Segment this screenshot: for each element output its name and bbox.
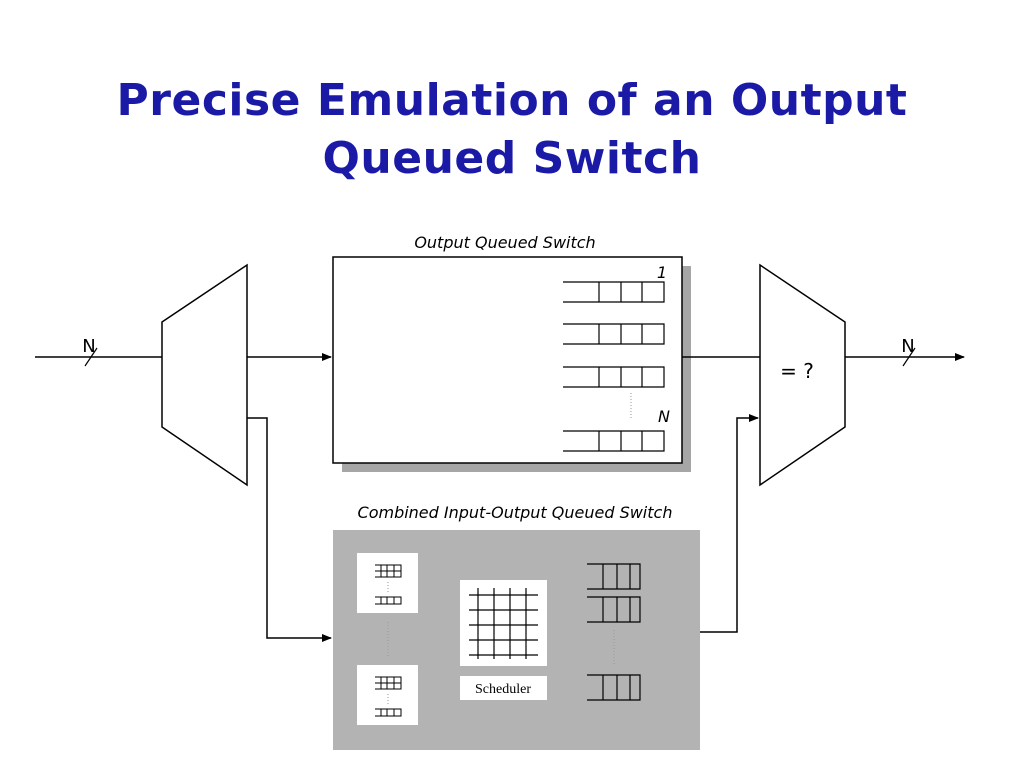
compare-label: = ? bbox=[780, 359, 814, 383]
cioq-to-comparator-arrow bbox=[700, 414, 759, 633]
oq-switch-label: Output Queued Switch bbox=[414, 233, 595, 252]
cioq-output-queue bbox=[587, 674, 641, 701]
oq-switch-box bbox=[332, 256, 683, 464]
scheduler-box: Scheduler bbox=[460, 676, 547, 700]
output-bus-slash bbox=[902, 347, 916, 367]
cioq-switch-label: Combined Input-Output Queued Switch bbox=[358, 503, 673, 522]
input-port bbox=[357, 665, 418, 725]
scheduler-label: Scheduler bbox=[475, 682, 531, 697]
cioq-output-queue bbox=[587, 563, 641, 590]
cioq-output-queue bbox=[587, 596, 641, 623]
input-port bbox=[357, 553, 418, 613]
output-comparator bbox=[759, 263, 846, 487]
oq-output-queue bbox=[563, 430, 665, 452]
oq-queue-first-index: 1 bbox=[657, 263, 667, 282]
oq-output-queue bbox=[563, 323, 665, 345]
output-bus-label: N bbox=[901, 336, 914, 357]
oq-output-queue bbox=[563, 281, 665, 303]
slide-title: Precise Emulation of an Output Queued Sw… bbox=[0, 72, 1024, 188]
oq-output-queue bbox=[563, 366, 665, 388]
slide-title-line-1: Precise Emulation of an Output bbox=[116, 75, 908, 126]
input-splitter bbox=[161, 263, 248, 487]
crossbar-fabric bbox=[460, 580, 547, 666]
slide-title-line-2: Queued Switch bbox=[322, 133, 702, 184]
input-bus-label: N bbox=[82, 336, 95, 357]
splitter-to-cioq-arrow bbox=[247, 417, 332, 642]
oq-queue-last-index: N bbox=[658, 407, 670, 426]
input-bus-slash bbox=[84, 347, 98, 367]
